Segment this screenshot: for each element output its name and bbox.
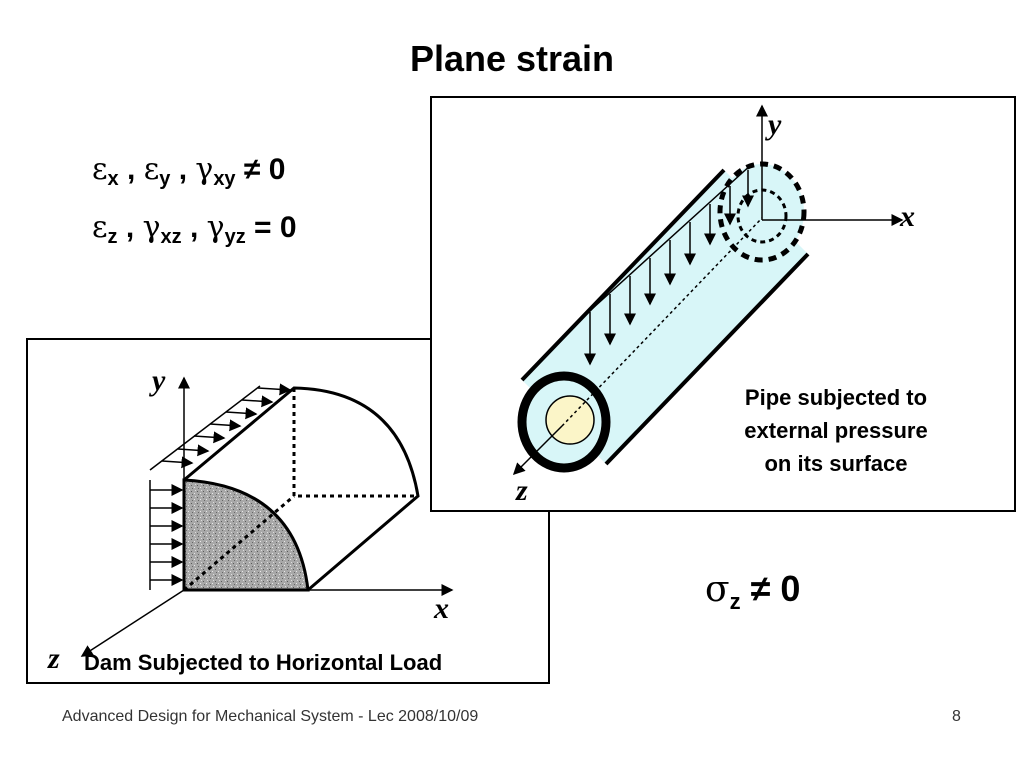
dam-x-label: x: [434, 592, 449, 625]
pipe-core: [545, 395, 595, 445]
subscript: x: [107, 168, 119, 190]
strain-nonzero-equation: εx , εy , γxy ≠ 0: [92, 152, 285, 191]
dam-horizontal-load-arrows: [150, 484, 184, 586]
epsilon-symbol: ε: [143, 152, 160, 187]
dam-z-axis: [80, 589, 185, 657]
subscript: z: [729, 589, 741, 614]
separator: ,: [117, 211, 143, 244]
relation: ≠ 0: [740, 568, 801, 609]
pipe-z-label: z: [516, 474, 528, 507]
dam-z-label: z: [48, 642, 60, 675]
pipe-x-label: x: [900, 200, 915, 233]
pipe-caption-line: on its surface: [764, 451, 908, 476]
subscript: y: [159, 168, 171, 190]
pipe-caption-line: external pressure: [744, 418, 928, 443]
strain-zero-equation: εz , γxz , γyz = 0: [92, 210, 297, 249]
pipe-diagram: [512, 104, 904, 476]
gamma-symbol: γ: [206, 210, 225, 245]
footer-course: Advanced Design for Mechanical System - …: [62, 708, 479, 725]
pipe-caption: Pipe subjected to external pressure on i…: [706, 381, 966, 480]
relation: ≠ 0: [235, 153, 286, 186]
dam-y-label: y: [152, 364, 166, 397]
gamma-symbol: γ: [195, 152, 214, 187]
page-number: 8: [952, 708, 961, 725]
subscript: yz: [224, 226, 246, 248]
subscript: xz: [160, 226, 182, 248]
pipe-diagram-panel: [430, 96, 1016, 512]
pipe-z-axis: [512, 425, 563, 476]
subscript: z: [107, 226, 118, 248]
pipe-caption-line: Pipe subjected to: [744, 385, 928, 410]
separator: ,: [118, 153, 144, 186]
pipe-y-label: y: [768, 108, 782, 141]
dam-diagram: [80, 376, 454, 657]
relation: = 0: [245, 211, 297, 244]
epsilon-symbol: ε: [92, 210, 108, 245]
subscript: xy: [213, 168, 236, 190]
epsilon-symbol: ε: [92, 152, 108, 187]
stress-z-equation: σz ≠ 0: [705, 568, 800, 615]
pipe-pressure-arrows: [584, 170, 754, 366]
sigma-symbol: σ: [705, 569, 730, 610]
separator: ,: [181, 211, 207, 244]
separator: ,: [170, 153, 196, 186]
slide-title: Plane strain: [409, 38, 615, 79]
gamma-symbol: γ: [142, 210, 161, 245]
dam-caption: Dam Subjected to Horizontal Load: [84, 650, 443, 675]
dam-top-load-arrows: [161, 383, 292, 469]
